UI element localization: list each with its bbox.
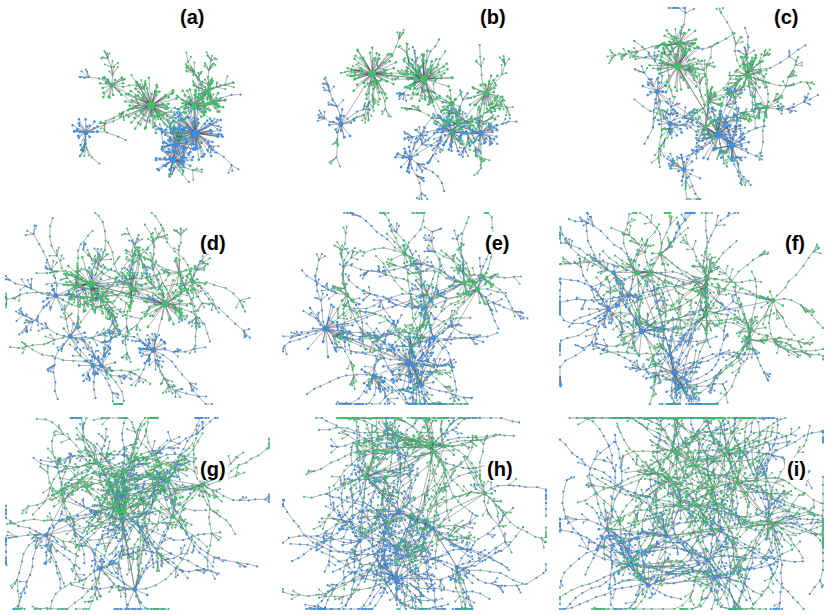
network-vertices <box>559 417 824 610</box>
network-graph <box>282 417 547 610</box>
network-graph <box>5 212 251 405</box>
network-vertices <box>282 417 547 610</box>
network-edges <box>6 213 250 404</box>
panel-label: (d) <box>198 232 228 254</box>
panel-label: (g) <box>198 458 228 480</box>
panel-label: (f) <box>783 232 807 254</box>
network-vertices <box>317 38 518 200</box>
network-vertices <box>607 7 816 200</box>
network-vertices <box>6 417 270 610</box>
network-vertices <box>559 212 824 405</box>
network-graph <box>559 212 824 405</box>
network-vertices <box>633 7 819 200</box>
network-graph <box>317 29 518 200</box>
network-vertices <box>5 417 270 610</box>
network-vertices <box>559 212 771 405</box>
network-vertices <box>5 212 250 405</box>
network-vertices <box>332 212 522 405</box>
network-graph <box>282 212 529 405</box>
network-vertices <box>80 50 235 183</box>
network-edges <box>318 30 517 199</box>
network-edges <box>608 8 818 199</box>
network-vertices <box>329 29 514 176</box>
panel-label: (h) <box>485 458 515 480</box>
panel-label: (e) <box>483 232 511 254</box>
network-graph <box>5 417 270 610</box>
network-vertices <box>559 417 824 610</box>
network-graph <box>71 50 242 183</box>
panel-label: (i) <box>785 458 808 480</box>
network-vertices <box>282 417 547 610</box>
network-vertices <box>282 212 529 405</box>
panel-label: (b) <box>478 6 508 28</box>
network-graph <box>559 417 824 610</box>
network-edges <box>560 418 823 609</box>
panel-label: (a) <box>178 6 206 28</box>
network-graph <box>607 7 820 200</box>
panel-label: (c) <box>772 6 800 28</box>
